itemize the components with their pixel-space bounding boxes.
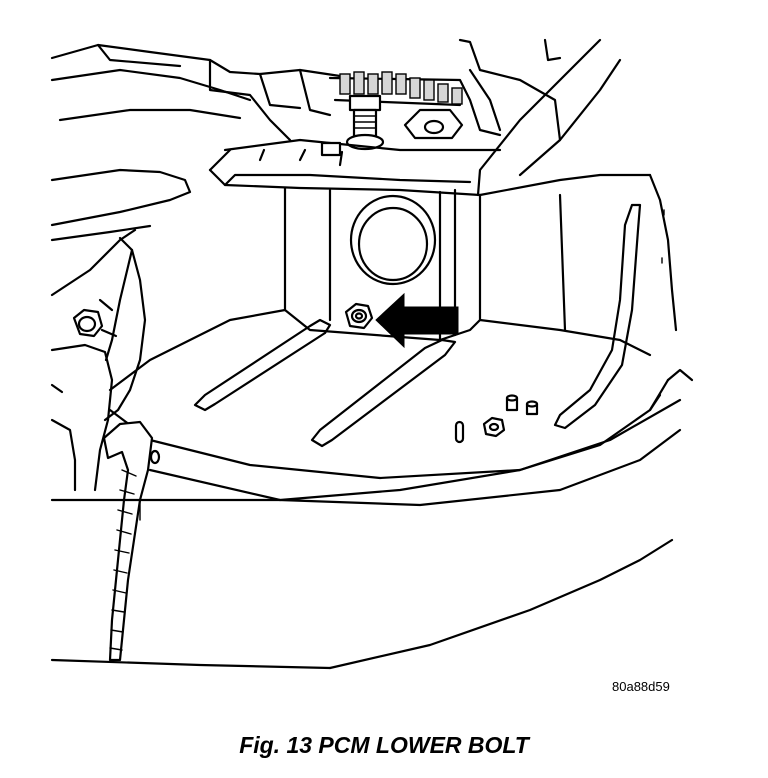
- arrow-left-icon: [375, 292, 459, 349]
- floor-fasteners: [454, 394, 539, 444]
- tray-top-edge: [208, 138, 502, 197]
- left-hex-fitting: [72, 298, 118, 338]
- tray-box: [108, 186, 652, 392]
- fender-shield: [50, 398, 682, 670]
- tray-floor: [108, 193, 694, 507]
- pcm-lower-bolt: [344, 302, 374, 330]
- heat-sink-fins: [339, 71, 463, 105]
- upper-engine-structure: [50, 38, 678, 332]
- left-engine-components: [50, 236, 147, 492]
- wiring-harness: [102, 420, 161, 662]
- figure-caption: Fig. 13 PCM LOWER BOLT: [239, 732, 529, 758]
- figure-reference-code: 80a88d59: [612, 679, 670, 694]
- pcm-housing: [328, 71, 502, 151]
- upper-mounting-stud: [345, 94, 385, 151]
- access-hole: [349, 194, 437, 286]
